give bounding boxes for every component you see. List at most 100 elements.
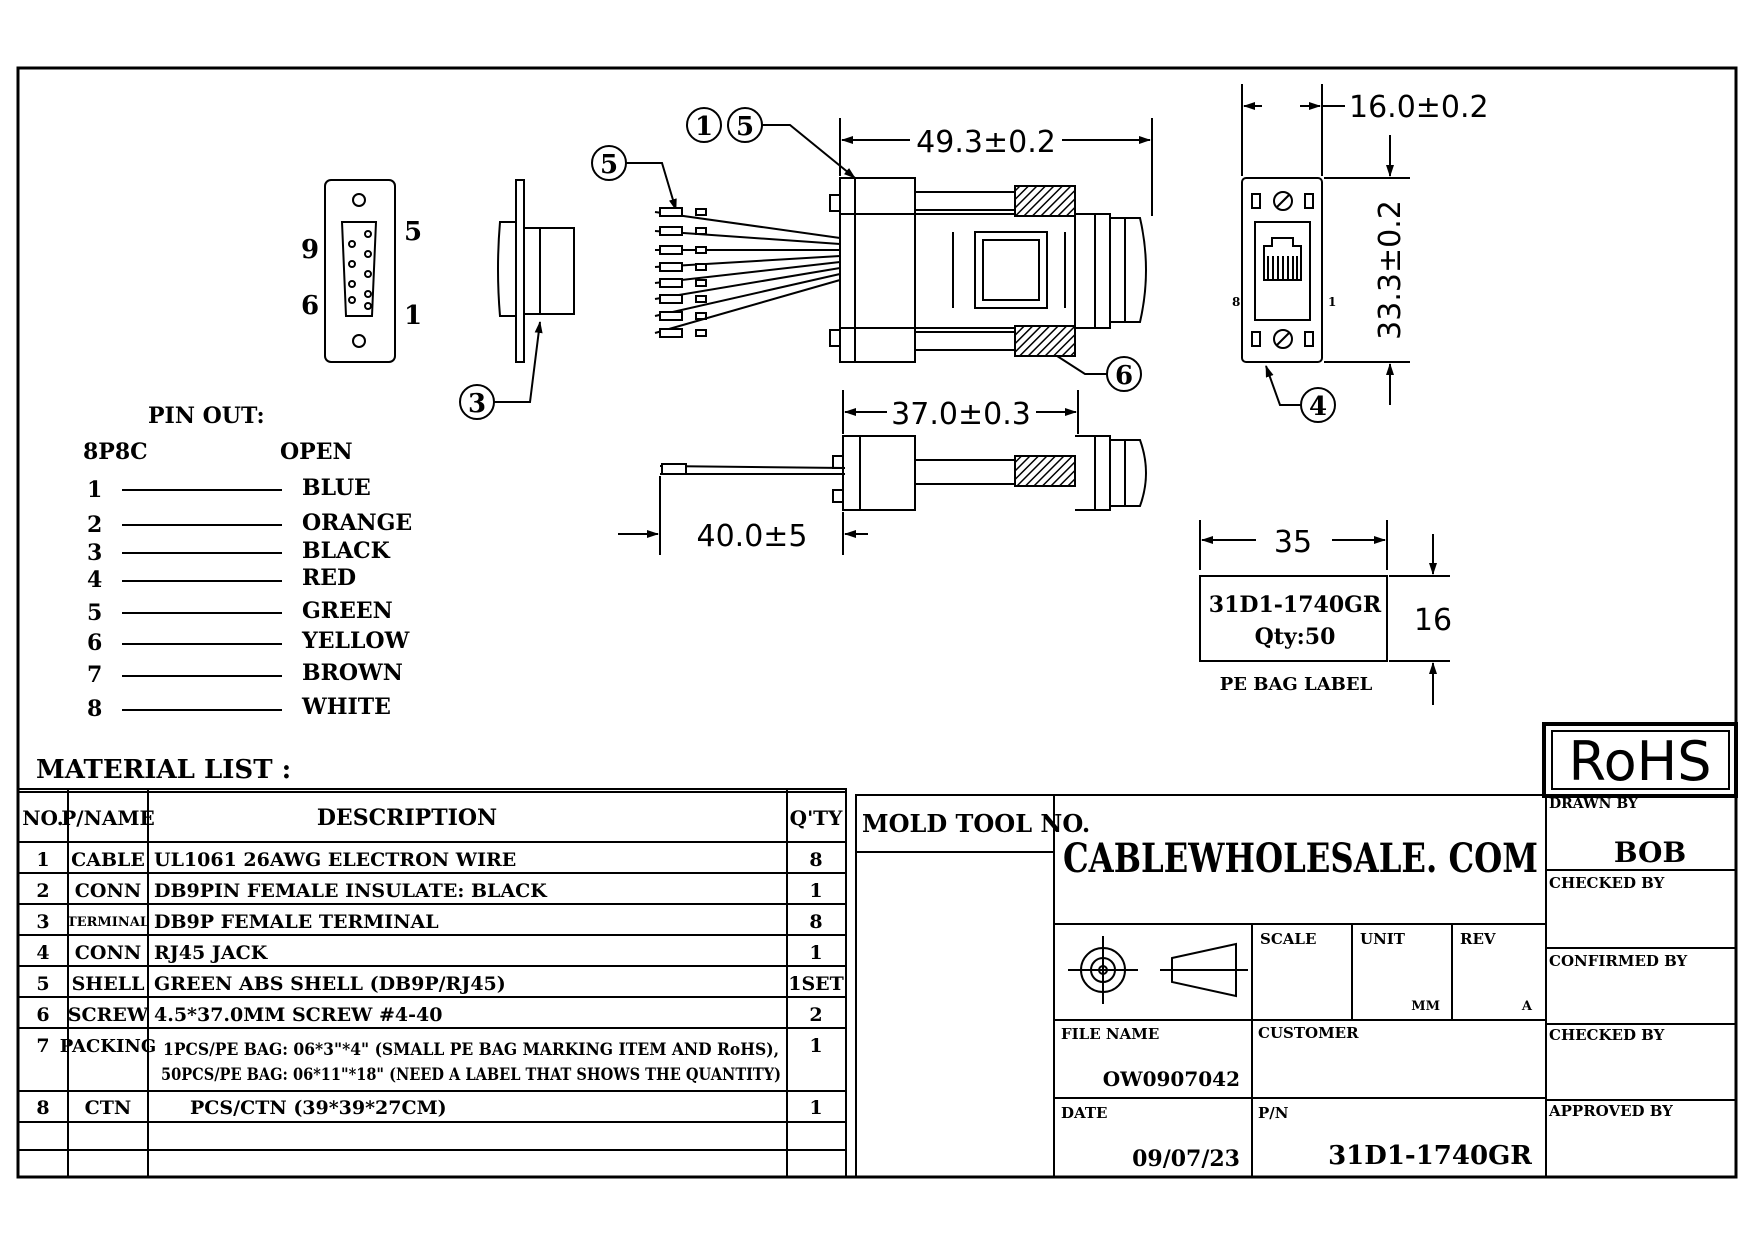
approved-by-label: APPROVED BY — [1548, 1102, 1673, 1120]
ml-desc: 4.5*37.0MM SCREW #4-40 — [154, 1004, 442, 1026]
ml-row: 7 PACKING 1PCS/PE BAG: 06*3"*4" (SMALL P… — [36, 1035, 822, 1085]
pinout-color: WHITE — [301, 694, 391, 720]
bag-label-pn: 31D1-1740GR — [1209, 592, 1382, 618]
pinout-color: RED — [302, 565, 356, 591]
ml-name: TERMINAL — [67, 915, 149, 930]
material-list-title: MATERIAL LIST : — [36, 755, 291, 785]
pinout-col-open: OPEN — [280, 439, 353, 465]
ml-row: 2 CONN DB9PIN FEMALE INSULATE: BLACK 1 — [36, 880, 822, 902]
bag-label-lines — [1199, 520, 1450, 705]
adapter-top-view — [654, 177, 1147, 363]
ml-no: 7 — [36, 1035, 49, 1057]
ml-qty: 1SET — [788, 973, 844, 995]
confirmed-by-label: CONFIRMED BY — [1549, 952, 1688, 970]
ml-name: CTN — [85, 1097, 132, 1119]
file-name-value: OW0907042 — [1103, 1067, 1240, 1091]
ml-no: 1 — [36, 849, 49, 871]
ml-row: 3 TERMINAL DB9P FEMALE TERMINAL 8 — [36, 911, 822, 933]
pinout-pin: 3 — [87, 540, 102, 566]
ml-no: 2 — [36, 880, 49, 902]
pn-value: 31D1-1740GR — [1328, 1141, 1532, 1171]
ml-qty: 1 — [809, 880, 822, 902]
dim-label-height: 16 — [1414, 603, 1452, 638]
ml-no: 6 — [36, 1004, 49, 1026]
pn-label: P/N — [1258, 1104, 1289, 1122]
date-label: DATE — [1061, 1104, 1107, 1122]
ml-row: 4 CONN RJ45 JACK 1 — [36, 942, 822, 964]
drawn-by-label: DRAWN BY — [1549, 796, 1639, 812]
dim-label-width: 35 — [1274, 525, 1312, 560]
unit-label: UNIT — [1360, 930, 1406, 948]
checked-by-2-label: CHECKED BY — [1549, 1026, 1665, 1044]
adapter-side-view — [659, 435, 1147, 511]
ml-row: 1 CABLE UL1061 26AWG ELECTRON WIRE 8 — [36, 849, 822, 871]
ml-row: 6 SCREW 4.5*37.0MM SCREW #4-40 2 — [36, 1004, 822, 1026]
pinout-color: BLACK — [302, 538, 391, 564]
pinout-pin: 5 — [87, 600, 102, 626]
pinout-color: BROWN — [302, 660, 403, 686]
ml-desc: GREEN ABS SHELL (DB9P/RJ45) — [154, 973, 506, 995]
pinout-pin: 8 — [87, 696, 102, 722]
pinout-pin: 1 — [87, 477, 102, 503]
db9-pin5-label: 5 — [404, 217, 422, 247]
ml-qty: 1 — [809, 1097, 822, 1119]
db9-side-view — [497, 179, 575, 363]
callout-group — [459, 107, 1336, 423]
rj45-pin8-label: 8 — [1232, 295, 1240, 309]
ml-header-desc: DESCRIPTION — [317, 805, 497, 831]
ml-header-no: NO. — [22, 806, 64, 830]
db9-front-view — [324, 179, 396, 363]
ml-name: PACKING — [60, 1036, 156, 1057]
ml-no: 4 — [36, 942, 49, 964]
scale-label: SCALE — [1260, 930, 1316, 948]
ml-name: CONN — [75, 880, 141, 902]
ml-qty: 1 — [809, 942, 822, 964]
ml-header-name: P/NAME — [61, 806, 155, 830]
pinout-col-8p8c: 8P8C — [83, 439, 148, 465]
mold-tool-label: MOLD TOOL NO. — [862, 809, 1090, 838]
pinout-pin: 7 — [87, 662, 102, 688]
material-list-grid — [17, 788, 847, 1178]
checked-by-label: CHECKED BY — [1549, 874, 1665, 892]
projection-symbol-icon — [1068, 936, 1248, 1004]
callout-6-label: 6 — [1115, 361, 1133, 391]
ml-desc: DB9P FEMALE TERMINAL — [154, 911, 439, 933]
ml-desc: RJ45 JACK — [154, 942, 269, 964]
unit-value: MM — [1411, 999, 1440, 1014]
callout-5-label: 5 — [736, 112, 754, 142]
ml-name: SCREW — [68, 1004, 149, 1026]
date-value: 09/07/23 — [1132, 1146, 1240, 1172]
pinout-pin: 4 — [87, 567, 102, 593]
dim-rj45-lines — [1241, 84, 1410, 405]
pinout-pin: 6 — [87, 630, 102, 656]
rohs-box — [1542, 722, 1738, 798]
rohs-mark: RoHS — [1568, 730, 1711, 793]
rev-label: REV — [1460, 930, 1496, 948]
db9-pin1-label: 1 — [404, 301, 422, 331]
pinout-color: ORANGE — [302, 510, 412, 536]
ml-desc: 1PCS/PE BAG: 06*3"*4" (SMALL PE BAG MARK… — [163, 1040, 779, 1060]
ml-no: 5 — [36, 973, 49, 995]
ml-qty: 2 — [809, 1004, 822, 1026]
ml-qty: 8 — [809, 911, 822, 933]
dim-length-lines — [839, 118, 1153, 216]
pinout-table: PIN OUT: 8P8C OPEN 1 BLUE 2 ORANGE 3 BLA… — [83, 403, 412, 722]
ml-desc-line2: 50PCS/PE BAG: 06*11"*18" (NEED A LABEL T… — [161, 1065, 781, 1085]
ml-qty: 1 — [809, 1035, 822, 1057]
customer-label: CUSTOMER — [1258, 1024, 1359, 1042]
ml-desc: DB9PIN FEMALE INSULATE: BLACK — [154, 880, 548, 902]
pinout-color: YELLOW — [301, 628, 410, 654]
pinout-color: GREEN — [302, 598, 393, 624]
bag-label-caption: PE BAG LABEL — [1220, 674, 1373, 695]
pinout-pin: 2 — [87, 512, 102, 538]
bag-label-qty: Qty:50 — [1255, 624, 1336, 650]
ml-header-qty: Q'TY — [790, 806, 843, 830]
dim-height: 33.3±0.2 — [1373, 200, 1408, 340]
callout-2-label: 3 — [468, 389, 486, 419]
ml-desc: PCS/CTN (39*39*27CM) — [190, 1097, 447, 1119]
pinout-color: BLUE — [302, 475, 371, 501]
ml-desc: UL1061 26AWG ELECTRON WIRE — [154, 849, 516, 871]
ml-row: 5 SHELL GREEN ABS SHELL (DB9P/RJ45) 1SET — [36, 973, 843, 995]
rev-value: A — [1521, 999, 1533, 1014]
